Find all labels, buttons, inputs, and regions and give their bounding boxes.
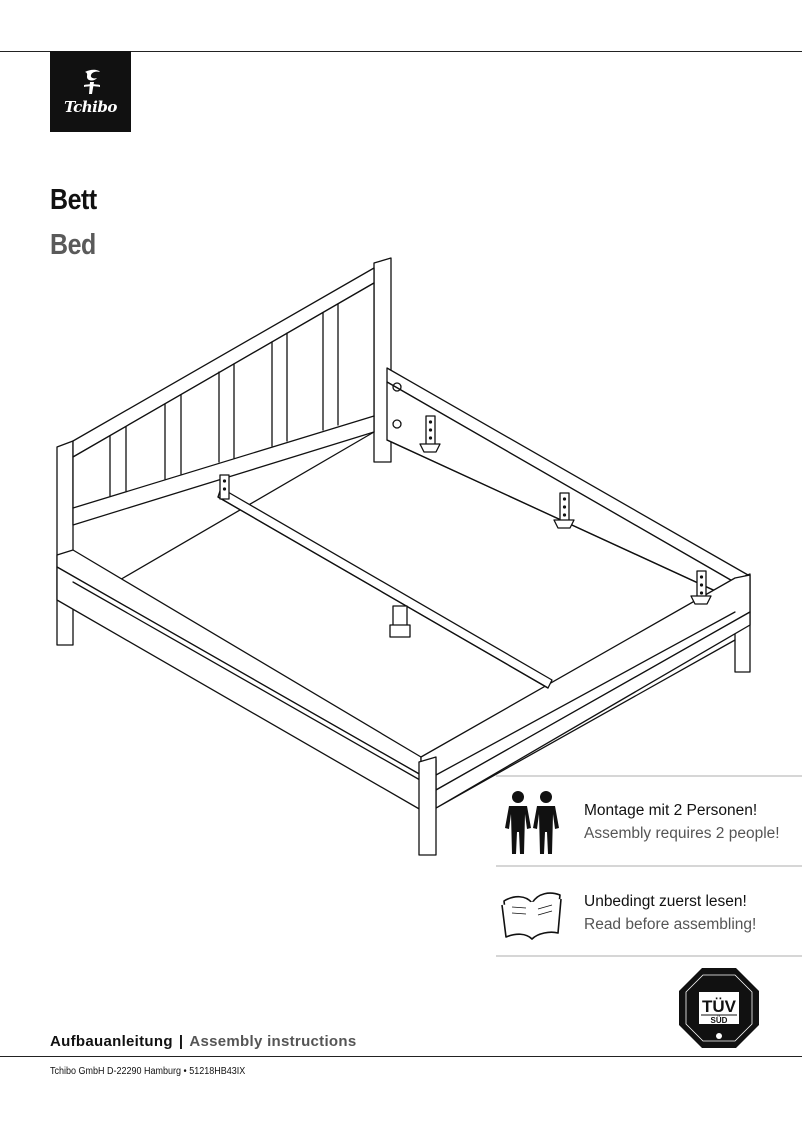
document-type-de: Aufbauanleitung (50, 1033, 173, 1050)
divider-bottom (496, 955, 802, 957)
document-type-en: Assembly instructions (189, 1033, 357, 1050)
divider-middle (496, 865, 802, 867)
open-book-icon (496, 877, 568, 949)
note-read-first-en: Read before assembling! (584, 916, 757, 933)
bottom-rule (0, 1056, 802, 1057)
logo-wordmark: Tchibo (64, 97, 117, 116)
title-separator: | (178, 1033, 184, 1050)
tchibo-logo: Tchibo (50, 51, 131, 132)
tuv-label: TÜV (702, 997, 737, 1016)
note-two-people-en: Assembly requires 2 people! (584, 825, 780, 842)
top-rule (0, 51, 802, 52)
company-address: Tchibo GmbH D-22290 Hamburg • 51218HB43I… (50, 1066, 246, 1077)
note-read-first-de: Unbedingt zuerst lesen! (584, 893, 747, 910)
divider-top (496, 775, 802, 777)
tuv-sud-seal-icon: TÜV SÜD (679, 968, 759, 1048)
product-title-en: Bed (50, 229, 96, 261)
document-type-title: Aufbauanleitung | Assembly instructions (50, 1033, 357, 1050)
tchibo-cup-icon (83, 69, 100, 94)
note-two-people-de: Montage mit 2 Personen! (584, 802, 758, 819)
product-title-de: Bett (50, 184, 97, 216)
note-read-first: Unbedingt zuerst lesen! Read before asse… (496, 877, 802, 949)
two-people-icon (496, 786, 568, 858)
note-two-people: Montage mit 2 Personen! Assembly require… (496, 786, 802, 858)
tuv-sublabel: SÜD (711, 1016, 728, 1025)
